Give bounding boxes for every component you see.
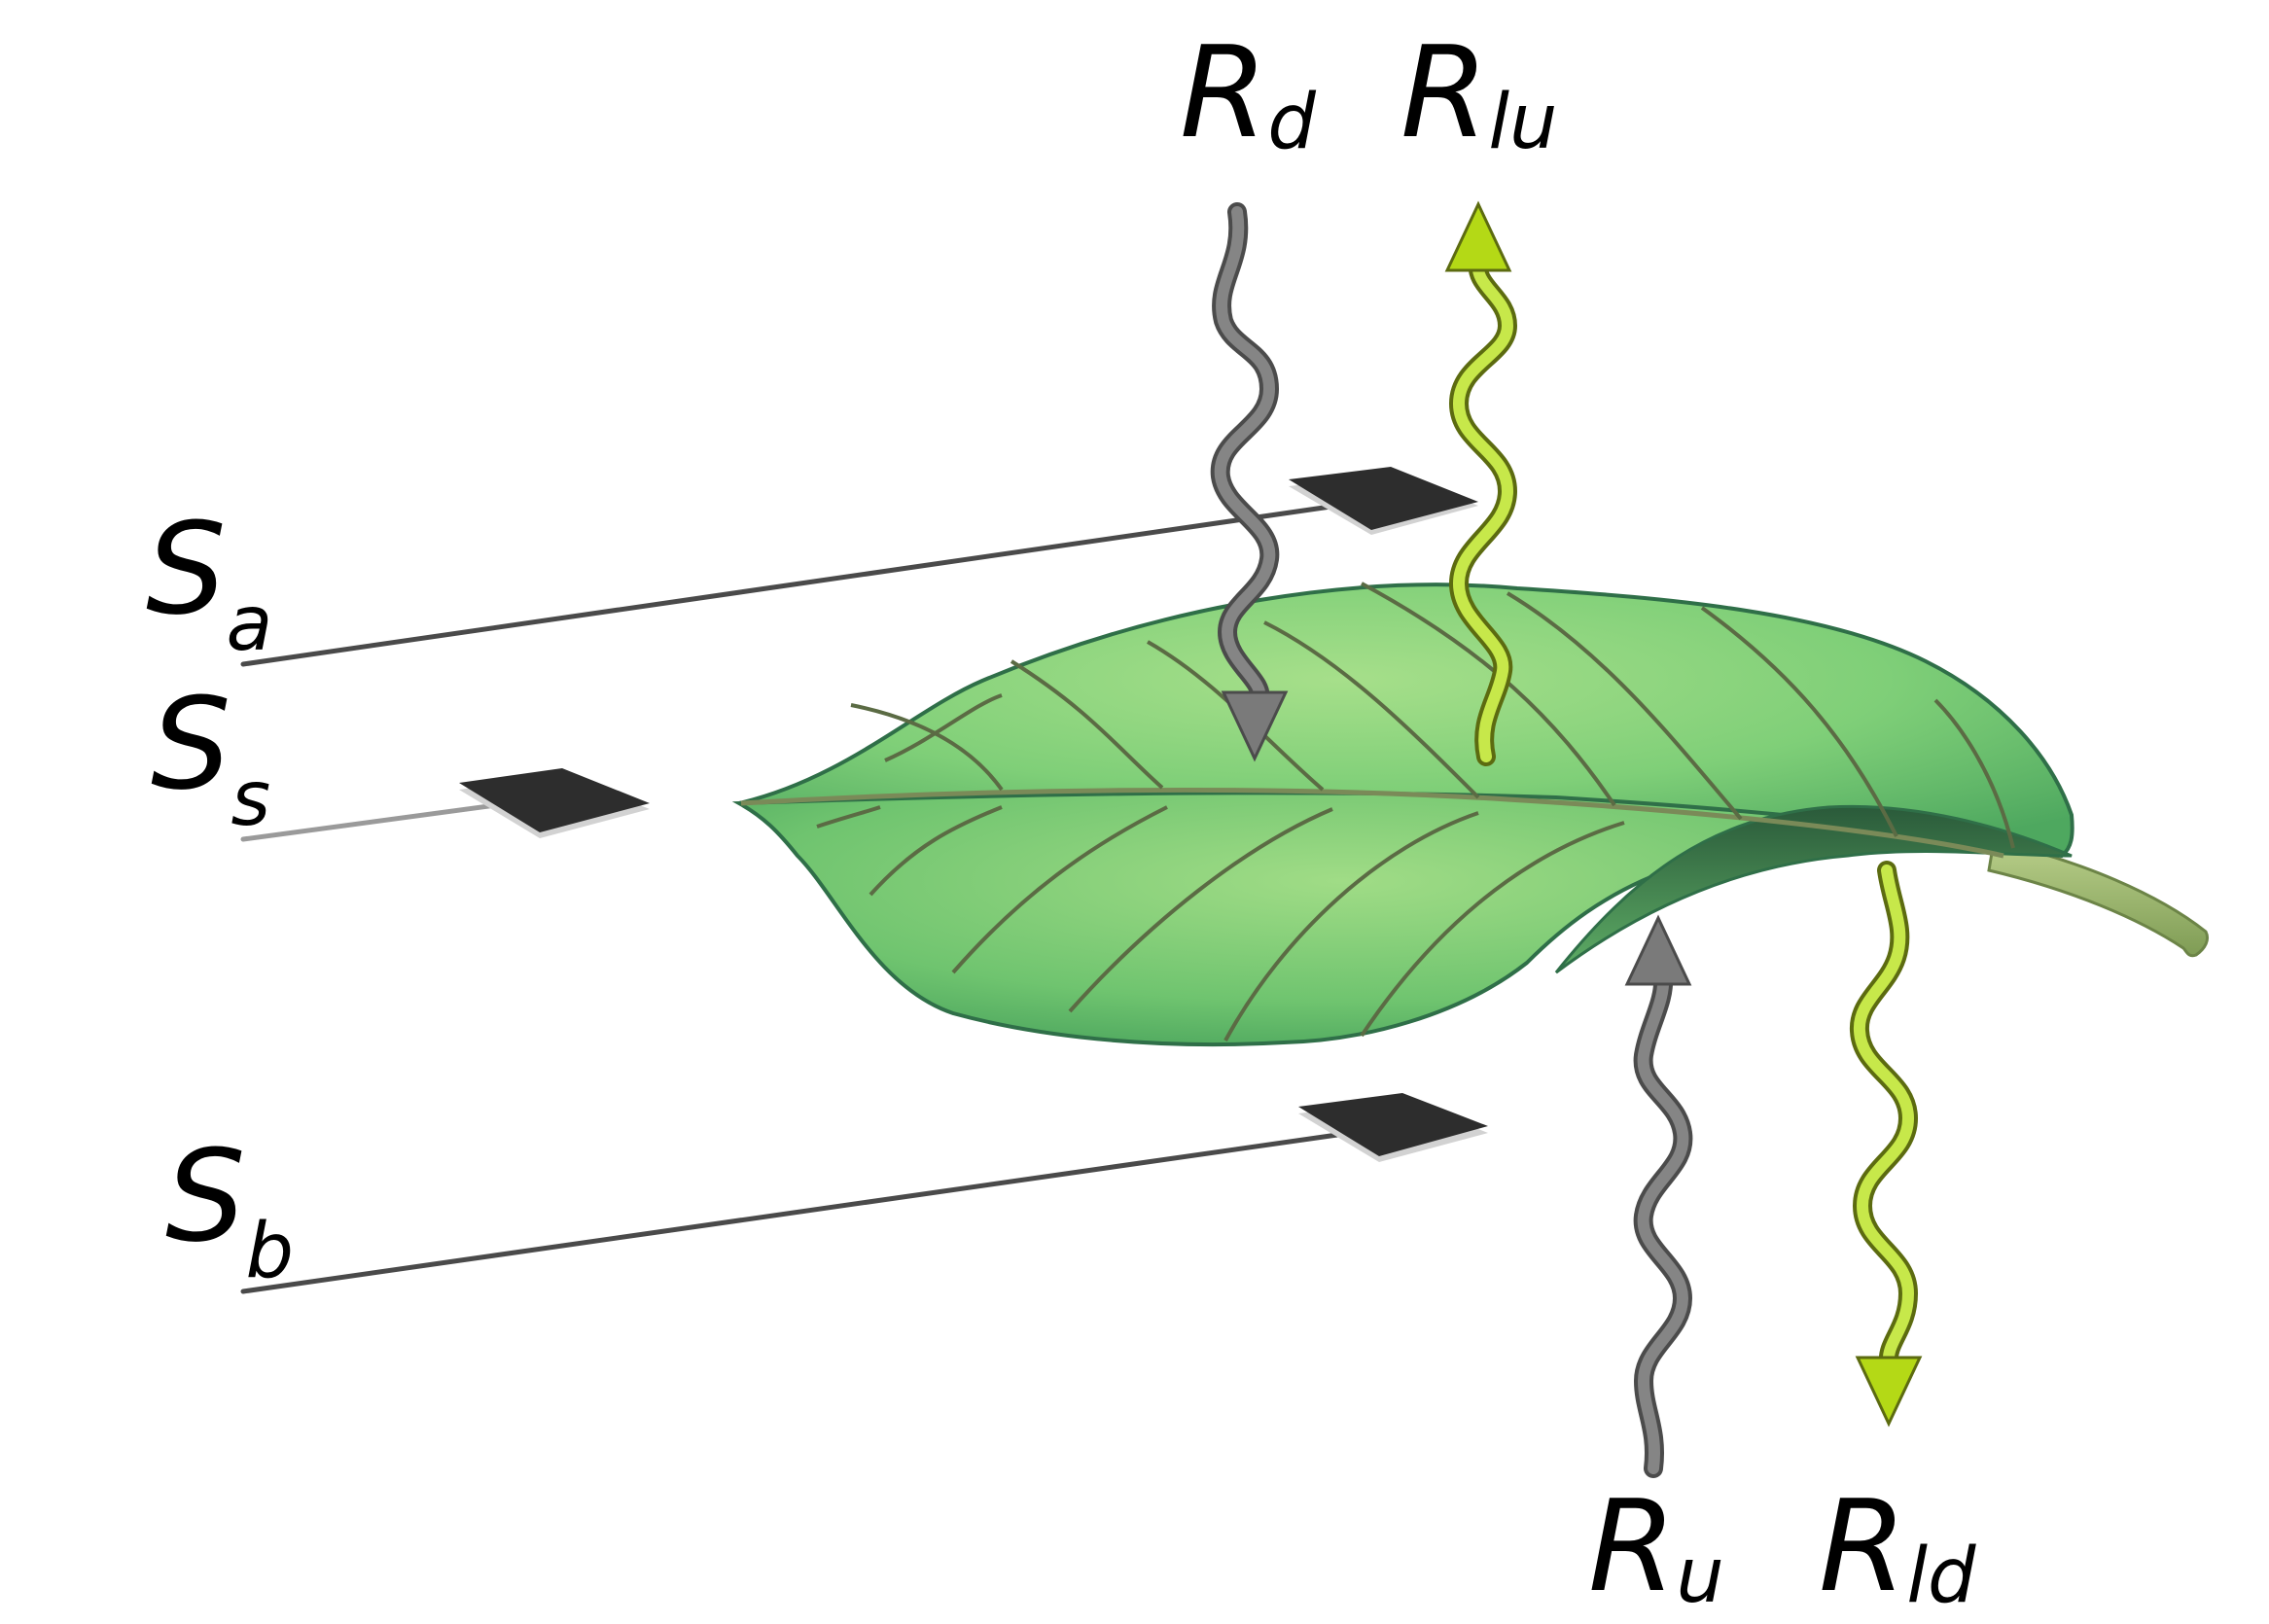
leaf-upper-veins — [850, 582, 2015, 849]
label-rld: Rld — [1819, 1483, 1976, 1614]
label-rd-sub: d — [1267, 79, 1316, 166]
label-ss-base: S — [151, 670, 231, 818]
label-sb-base: S — [165, 1122, 246, 1270]
label-sb: Sb — [165, 1133, 294, 1289]
label-rd: Rd — [1180, 29, 1316, 160]
sensor-a-wire — [240, 503, 1340, 667]
rld-arrow-icon — [1850, 861, 1923, 1428]
label-sa: Sa — [146, 506, 272, 662]
sensor-s-icon — [459, 768, 650, 838]
label-ss: Ss — [151, 681, 270, 837]
sensor-wires — [240, 503, 1340, 1294]
sensor-b-icon — [1298, 1093, 1488, 1162]
rd-arrow-icon — [1210, 202, 1289, 762]
label-rlu-sub: lu — [1488, 79, 1558, 166]
label-ru-base: R — [1588, 1472, 1677, 1620]
sensor-b-wire — [240, 1132, 1340, 1294]
label-sa-base: S — [146, 495, 227, 643]
label-ru-sub: u — [1676, 1533, 1724, 1620]
label-rlu-base: R — [1400, 18, 1489, 166]
label-rld-base: R — [1819, 1472, 1907, 1620]
ru-arrow-icon — [1624, 914, 1693, 1478]
label-rld-sub: ld — [1906, 1533, 1976, 1620]
label-rd-base: R — [1180, 18, 1268, 166]
sensor-s-wire — [240, 802, 499, 842]
label-sa-sub: a — [226, 581, 273, 668]
label-ss-sub: s — [230, 756, 271, 843]
label-ru: Ru — [1588, 1483, 1724, 1614]
label-rlu: Rlu — [1400, 29, 1557, 160]
rlu-arrow-icon — [1444, 200, 1518, 766]
leaf-stem — [1987, 839, 2210, 958]
leaf-lower-veins — [816, 805, 1625, 1041]
leaf-icon — [731, 582, 2210, 1047]
leaf-underside — [1554, 804, 2073, 974]
label-sb-sub: b — [245, 1208, 295, 1295]
leaf-midrib — [740, 787, 2004, 859]
sensor-a-icon — [1289, 467, 1478, 535]
